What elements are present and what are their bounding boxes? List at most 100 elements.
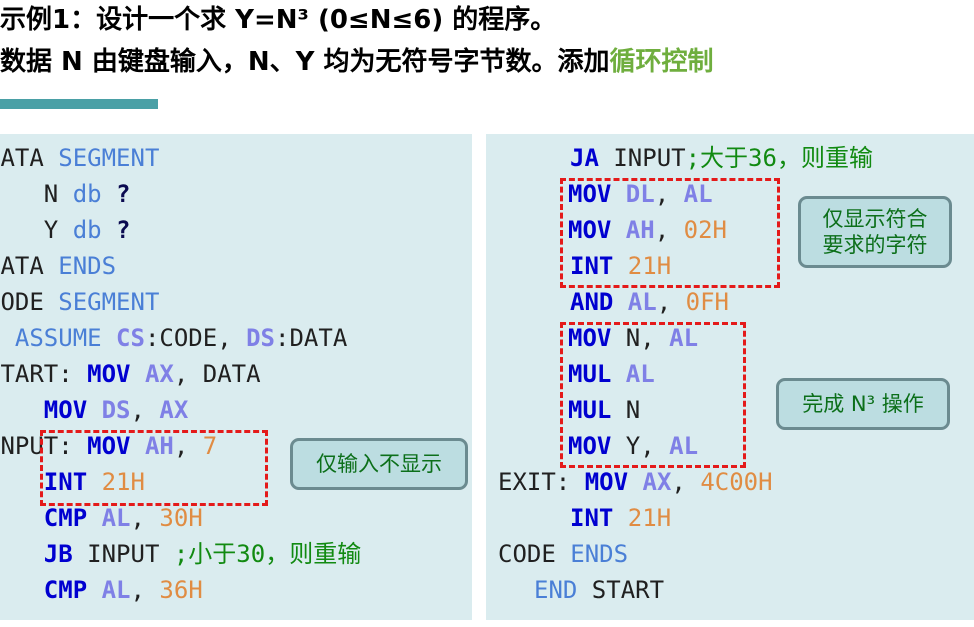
- code-token: N: [43, 180, 59, 208]
- code-token: ?: [101, 180, 131, 208]
- code-token: N,: [611, 324, 670, 352]
- code-token: MOV: [584, 468, 629, 496]
- code-token: AL: [669, 324, 699, 352]
- code-token: DL: [611, 180, 655, 208]
- code-token: AX: [628, 468, 672, 496]
- code-token: 0FH: [685, 288, 729, 316]
- title-highlight: 循环控制: [609, 47, 714, 77]
- note-cube: 完成 N³ 操作: [776, 378, 950, 430]
- code-token: ,: [654, 216, 684, 244]
- code-line-mov-y: MOV Y, AL: [568, 430, 698, 462]
- code-comment: ;大于36，则重输: [685, 144, 873, 172]
- code-token: SEGMENT: [43, 288, 160, 316]
- code-line-int-21h-b: INT 21H: [570, 250, 671, 282]
- code-token: EXIT:: [498, 468, 585, 496]
- code-token: ENDS: [555, 540, 629, 568]
- code-token: INT: [570, 504, 614, 532]
- code-token: INPUT:: [0, 432, 73, 460]
- code-token: MOV: [43, 396, 88, 424]
- code-token: JB: [43, 540, 73, 568]
- code-line-mov-n: MOV N, AL: [568, 322, 698, 354]
- code-token: DATA: [0, 252, 44, 280]
- code-token: [0, 396, 44, 424]
- title-line2-text: 数据 N 由键盘输入，N、Y 均为无符号字节数。添加: [0, 47, 610, 77]
- code-line-mov-ds: MOV DS, AX: [0, 394, 189, 426]
- code-token: ?: [101, 216, 131, 244]
- code-line-jb: JB INPUT ;小于30，则重输: [0, 538, 361, 570]
- code-token: AL: [87, 504, 131, 532]
- code-token: N: [611, 396, 641, 424]
- code-token: AX: [159, 396, 189, 424]
- code-line-y-db: Y db ?: [0, 214, 131, 246]
- code-token: CODE: [0, 288, 44, 316]
- code-line-data-ends: DATA ENDS: [0, 250, 116, 282]
- code-token: SEGMENT: [43, 144, 160, 172]
- code-token: AX: [130, 360, 174, 388]
- code-token: ,: [173, 432, 203, 460]
- title-underbar: [0, 99, 158, 109]
- code-token: AND: [570, 288, 614, 316]
- code-line-int-21h-c: INT 21H: [570, 502, 671, 534]
- code-comment: ;小于30，则重输: [173, 540, 362, 568]
- dashed-highlight-display: [560, 178, 780, 288]
- code-line-n-db: N db ?: [0, 178, 131, 210]
- code-token: 21H: [613, 252, 672, 280]
- code-token: Y,: [611, 432, 670, 460]
- code-token: [0, 576, 44, 604]
- code-line-code-ends: CODE ENDS: [498, 538, 628, 570]
- code-token: MUL: [568, 360, 612, 388]
- dashed-highlight-input: [40, 430, 268, 506]
- code-line-cmp-36h: CMP AL, 36H: [0, 574, 203, 606]
- code-token: MOV: [568, 180, 612, 208]
- code-token: 21H: [613, 504, 672, 532]
- code-token: ENDS: [43, 252, 117, 280]
- dashed-highlight-cube: [560, 322, 746, 468]
- code-token: START: [577, 576, 665, 604]
- code-token: ,: [130, 504, 160, 532]
- slide-title-line2: 数据 N 由键盘输入，N、Y 均为无符号字节数。添加循环控制: [0, 46, 714, 78]
- code-token: MOV: [87, 432, 131, 460]
- code-token: DATA: [0, 144, 44, 172]
- code-token: INPUT: [72, 540, 174, 568]
- code-token: ,: [654, 180, 684, 208]
- code-token: AH: [130, 432, 174, 460]
- code-token: INT: [43, 468, 88, 496]
- code-token: START:: [0, 360, 73, 388]
- code-token: JA: [570, 144, 599, 172]
- code-token: 4C00H: [700, 468, 773, 496]
- code-token: ASSUME: [14, 324, 102, 352]
- code-token: DS: [246, 324, 276, 352]
- code-token: 7: [202, 432, 218, 460]
- code-token: AL: [87, 576, 131, 604]
- code-token: db: [58, 180, 102, 208]
- code-token: INPUT: [598, 144, 686, 172]
- code-token: MOV: [87, 360, 131, 388]
- code-line-and: AND AL, 0FH: [570, 286, 729, 318]
- code-token: Y: [43, 216, 59, 244]
- code-token: db: [58, 216, 102, 244]
- note-no-echo: 仅输入不显示: [290, 438, 468, 490]
- code-line-mov-dl: MOV DL, AL: [568, 178, 713, 210]
- code-line-exit: EXIT: MOV AX, 4C00H: [498, 466, 773, 498]
- code-panel-right: JA INPUT;大于36，则重输 MOV DL, AL MOV AH, 02H…: [486, 134, 974, 620]
- code-token: CODE: [498, 540, 556, 568]
- code-token: 21H: [87, 468, 145, 496]
- code-line-cmp-30h: CMP AL, 30H: [0, 502, 203, 534]
- code-line-mul-al: MUL AL: [568, 358, 655, 390]
- code-token: ,: [130, 396, 160, 424]
- code-line-int-21h: INT 21H: [0, 466, 145, 498]
- code-line-mul-n: MUL N: [568, 394, 640, 426]
- code-token: MOV: [568, 216, 612, 244]
- code-token: 02H: [683, 216, 727, 244]
- note-show-valid: 仅显示符合 要求的字符: [798, 196, 952, 268]
- code-token: AL: [613, 288, 657, 316]
- code-token: ,: [656, 288, 686, 316]
- code-token: :CODE,: [144, 324, 247, 352]
- code-token: MOV: [568, 432, 612, 460]
- code-token: AL: [683, 180, 713, 208]
- code-token: END: [534, 576, 578, 604]
- code-panel-left: DATA SEGMENT N db ? Y db ? DATA ENDS COD…: [0, 134, 472, 620]
- code-token: [0, 468, 44, 496]
- code-token: CMP: [43, 576, 88, 604]
- code-token: ,: [671, 468, 701, 496]
